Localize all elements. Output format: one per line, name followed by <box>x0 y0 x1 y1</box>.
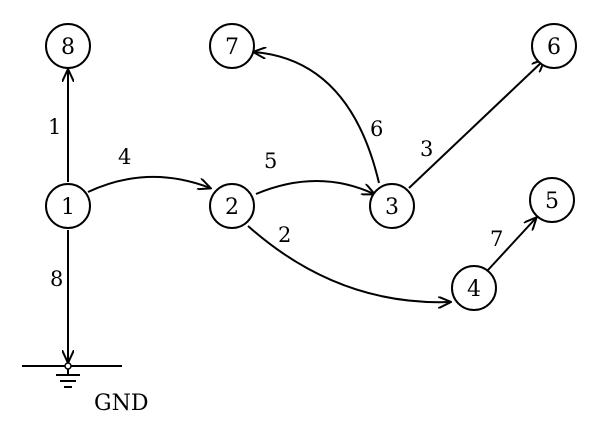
ground-symbol <box>22 362 122 388</box>
edge-label-2-4: 2 <box>278 223 291 247</box>
node-2: 2 <box>209 183 255 229</box>
svg-text:5: 5 <box>545 189 559 214</box>
svg-text:7: 7 <box>225 35 239 60</box>
node-1: 1 <box>45 183 91 229</box>
edge-label-2-3: 5 <box>264 149 277 173</box>
node-4: 4 <box>451 265 497 311</box>
edge-label-3-7: 6 <box>370 117 383 141</box>
edge-3-to-7 <box>254 52 380 184</box>
ground-label: GND <box>94 391 148 416</box>
edge-label-4-5: 7 <box>490 227 503 251</box>
node-3: 3 <box>369 183 415 229</box>
edge-label-1-8: 1 <box>48 115 61 139</box>
edge-label-1-gnd: 8 <box>50 267 63 291</box>
edge-2-to-4 <box>247 225 450 302</box>
edge-label-3-6: 3 <box>420 137 433 161</box>
svg-text:6: 6 <box>547 35 561 60</box>
svg-text:1: 1 <box>61 195 75 220</box>
node-7: 7 <box>209 23 255 69</box>
svg-text:2: 2 <box>225 195 239 220</box>
node-8: 8 <box>45 23 91 69</box>
edge-2-to-3 <box>255 180 374 194</box>
svg-text:8: 8 <box>61 35 75 60</box>
svg-text:3: 3 <box>385 195 399 220</box>
edge-3-to-6 <box>408 60 544 189</box>
svg-text:4: 4 <box>467 277 481 302</box>
edge-label-1-2: 4 <box>118 145 131 169</box>
edge-1-to-2 <box>87 176 210 193</box>
node-5: 5 <box>529 177 575 223</box>
node-6: 6 <box>531 23 577 69</box>
edge-4-to-5 <box>487 218 536 271</box>
